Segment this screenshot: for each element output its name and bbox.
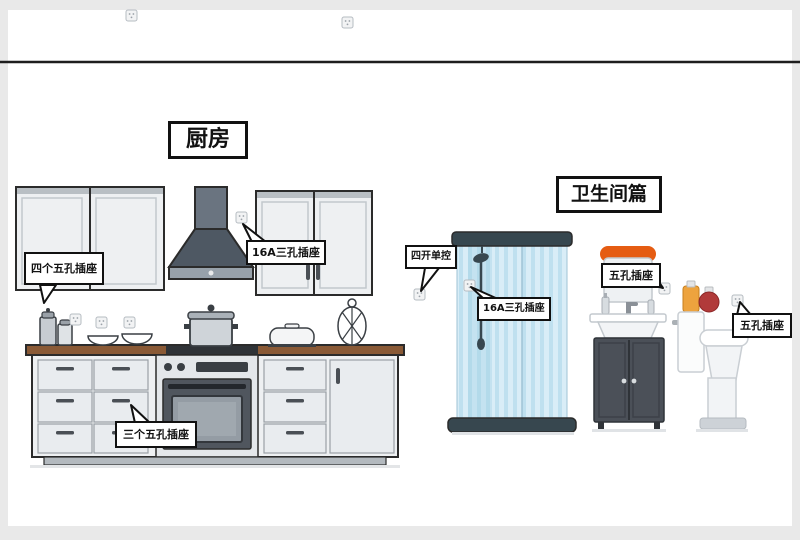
label-hood-socket: 16A三孔插座 xyxy=(246,240,326,265)
bathroom-section-title: 卫生间篇 xyxy=(556,176,663,213)
bowls xyxy=(87,333,153,346)
label-wall-cabinet-sockets: 四个五孔插座 xyxy=(24,252,104,285)
canisters xyxy=(39,308,73,346)
label-counter-sockets: 三个五孔插座 xyxy=(115,421,197,448)
label-bath-switch: 四开单控 xyxy=(405,245,457,269)
toilet xyxy=(672,280,749,432)
socket-icon xyxy=(69,313,82,326)
socket-icon xyxy=(125,9,138,22)
socket-icon xyxy=(341,16,354,29)
faucet xyxy=(626,302,638,314)
counter-items xyxy=(39,298,367,354)
stock-pot xyxy=(184,304,238,347)
range-hood xyxy=(167,186,255,280)
label-shower-socket: 16A三孔插座 xyxy=(477,297,551,321)
cooktop xyxy=(166,346,258,354)
bread-box xyxy=(268,323,316,347)
socket-icon xyxy=(235,211,248,224)
kitchen-base-cabinets xyxy=(25,344,405,468)
socket-icon xyxy=(123,316,136,329)
shower-cabin xyxy=(447,231,577,435)
bottles-on-tank xyxy=(682,280,720,313)
socket-icon xyxy=(413,288,426,301)
drawer-stack-right xyxy=(263,359,395,454)
whisk xyxy=(337,298,367,346)
socket-icon xyxy=(95,316,108,329)
kitchen-section-title: 厨房 xyxy=(168,121,249,160)
label-mirror-socket: 五孔插座 xyxy=(601,263,661,288)
label-toilet-socket: 五孔插座 xyxy=(732,313,792,338)
